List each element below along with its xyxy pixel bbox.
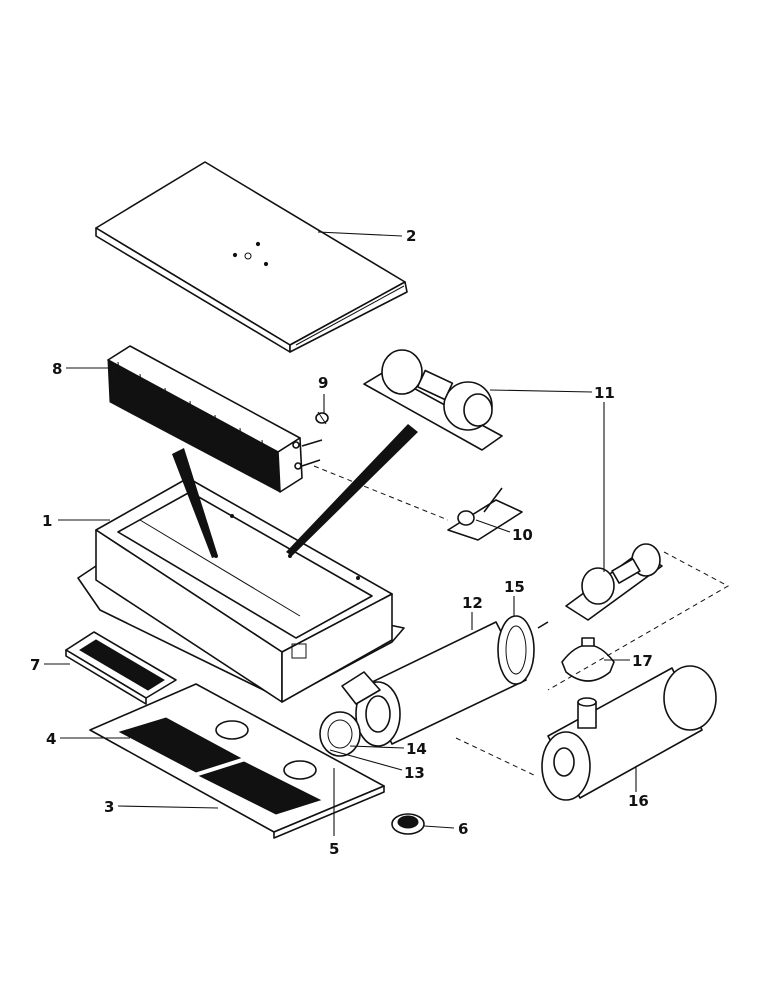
grille-panel-part — [89, 683, 385, 839]
assembly-indicator-cone — [172, 448, 218, 558]
callout-12: 12 — [462, 594, 483, 612]
callout-14: 14 — [406, 740, 427, 758]
thermostat-part — [447, 487, 523, 541]
alignment-line — [313, 465, 449, 521]
top-cover-part — [95, 161, 408, 353]
end-ring-part — [319, 711, 361, 757]
duct-tube-part — [341, 621, 527, 747]
callout-16: 16 — [628, 792, 649, 810]
assembly-indicator-cone — [286, 424, 418, 556]
callout-15: 15 — [504, 578, 525, 596]
cylinder-part — [541, 665, 717, 801]
heater-core-part — [107, 345, 323, 493]
alignment-line — [547, 551, 730, 691]
callout-6: 6 — [458, 820, 468, 838]
callout-4: 4 — [46, 730, 56, 748]
blower-upper-part — [363, 349, 503, 451]
callout-10: 10 — [512, 526, 533, 544]
callout-11-upper: 11 — [594, 384, 615, 402]
leader-lines — [44, 231, 637, 836]
callout-3: 3 — [104, 798, 114, 816]
flange-part — [497, 615, 549, 685]
blower-lower-part — [565, 543, 663, 621]
housing-part — [77, 477, 405, 703]
callout-2: 2 — [406, 227, 416, 245]
dome-part — [561, 637, 615, 682]
callout-7: 7 — [30, 656, 40, 674]
callout-5: 5 — [329, 840, 339, 858]
callout-9: 9 — [318, 374, 328, 392]
valve-part — [315, 411, 329, 425]
alignment-line — [455, 737, 537, 777]
callout-13: 13 — [404, 764, 425, 782]
callout-8: 8 — [52, 360, 62, 378]
filter-part — [65, 631, 177, 705]
grommet-part — [391, 813, 425, 835]
callout-1: 1 — [42, 512, 52, 530]
callout-17: 17 — [632, 652, 653, 670]
